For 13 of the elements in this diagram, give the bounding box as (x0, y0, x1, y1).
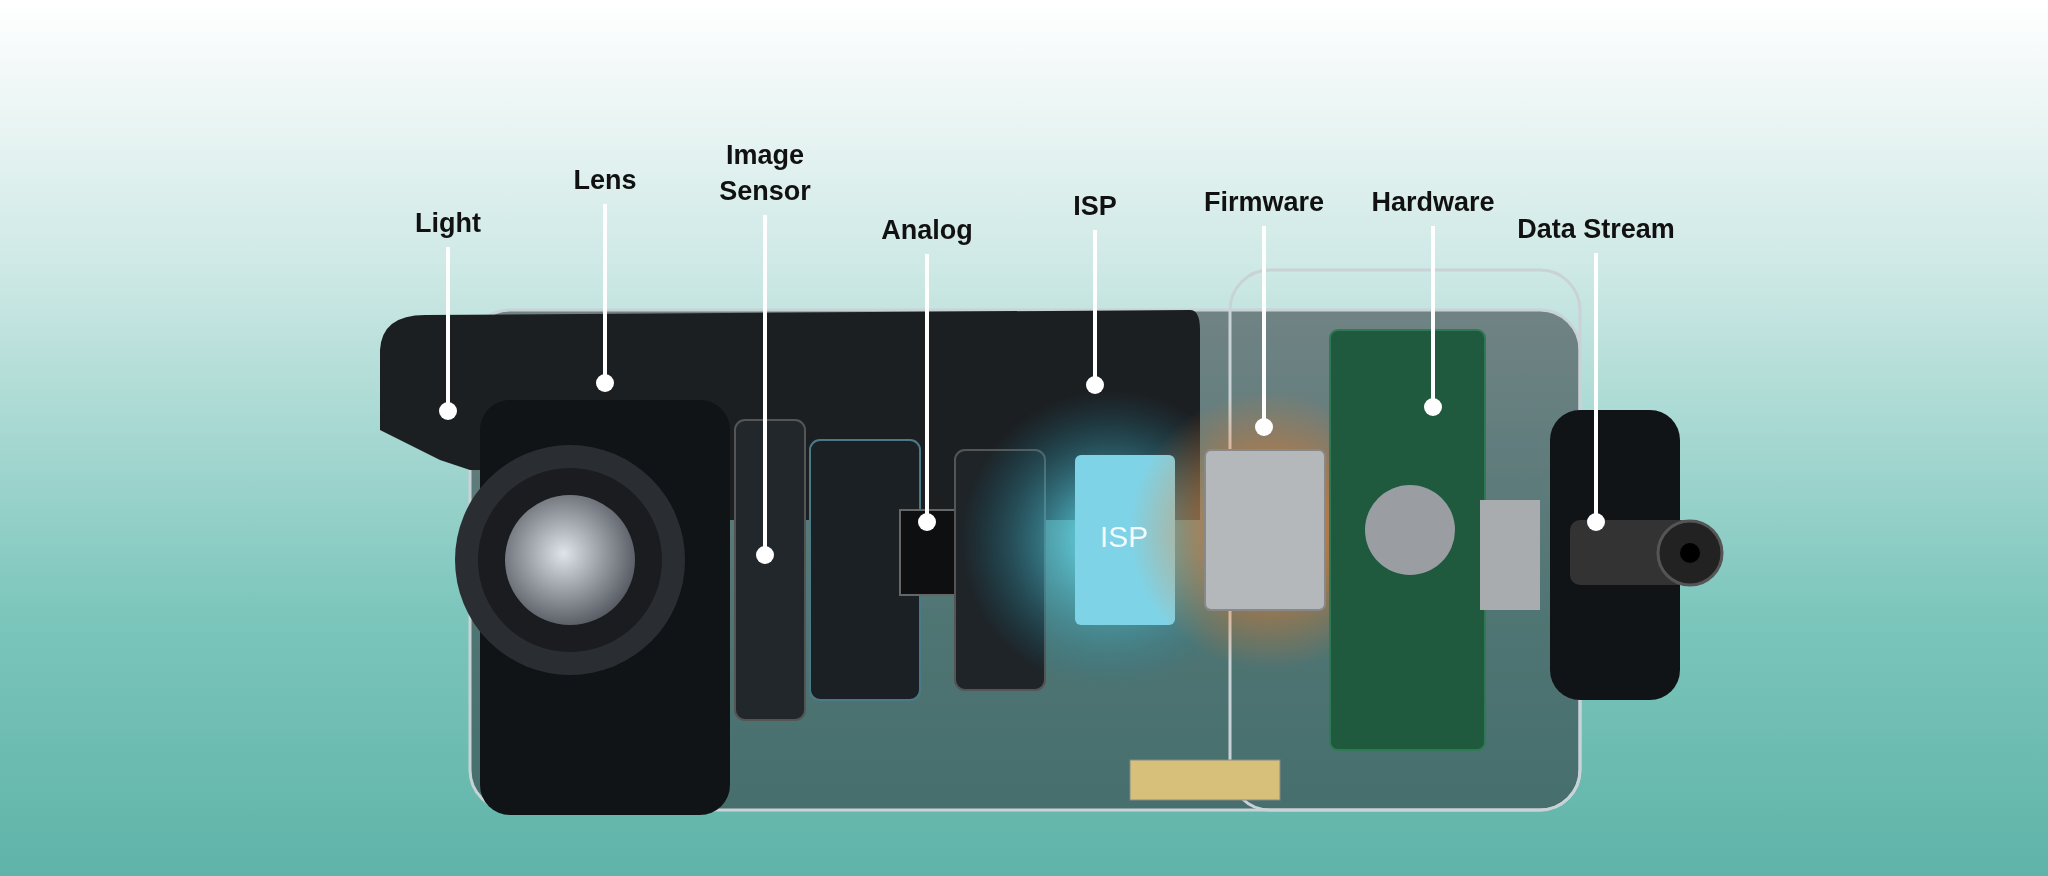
leader-line (1587, 253, 1605, 531)
part-label: Light (363, 205, 533, 241)
chip-label: ISP (1100, 520, 1149, 554)
part-label: ISP (1010, 188, 1180, 224)
leader-line (756, 215, 774, 564)
part-label: Firmware (1179, 184, 1349, 220)
leader-line (1424, 226, 1442, 416)
leader-line (1086, 230, 1104, 394)
leader-line (439, 247, 457, 420)
leader-line (1255, 226, 1273, 436)
leader-line (596, 204, 614, 392)
part-label: Analog (842, 212, 1012, 248)
leader-line (918, 254, 936, 531)
